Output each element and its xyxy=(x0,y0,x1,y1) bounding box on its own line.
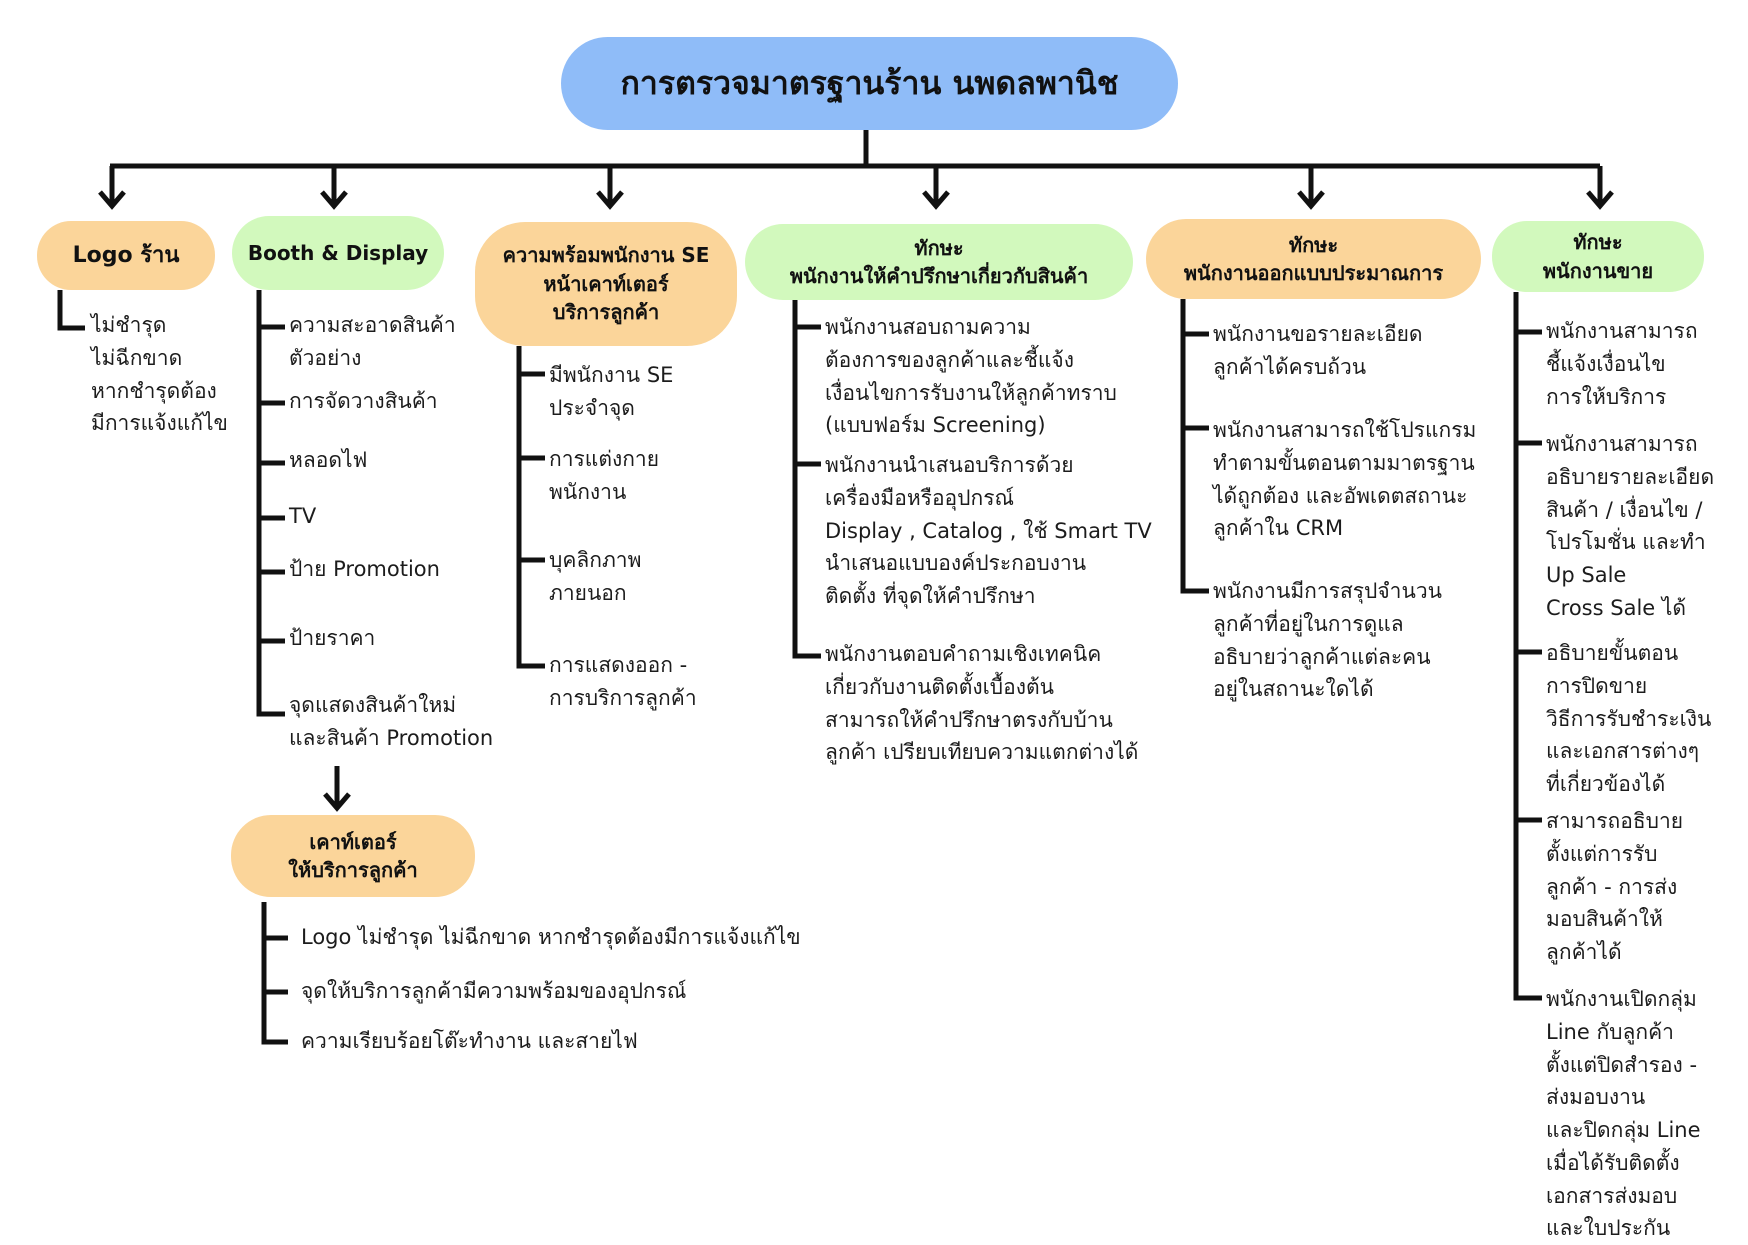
root-title-box: การตรวจมาตรฐานร้าน นพดลพานิช xyxy=(561,37,1178,130)
list-item: อธิบายขั้นตอน การปิดขาย วิธีการรับชำระเง… xyxy=(1546,641,1712,796)
list-item: Logo ไม่ชำรุด ไม่ฉีกขาด หากชำรุดต้องมีกา… xyxy=(301,925,801,949)
branch-col-4 xyxy=(792,300,821,659)
branch-col-1 xyxy=(57,290,85,331)
category-logo-shop: Logo ร้าน xyxy=(37,221,215,290)
arrow-col-6 xyxy=(1586,166,1614,210)
arrow-sub xyxy=(323,766,351,812)
branch-sub xyxy=(261,902,288,1045)
branch-col-3 xyxy=(516,346,545,669)
list-item: ความเรียบร้อยโต๊ะทำงาน และสายไฟ xyxy=(301,1029,638,1053)
list-item: ความสะอาดสินค้า ตัวอย่าง xyxy=(289,313,456,370)
arrow-col-2 xyxy=(320,166,348,210)
category-booth-display: Booth & Display xyxy=(232,216,444,290)
list-item: ป้ายราคา xyxy=(289,626,376,650)
list-item: TV xyxy=(289,504,317,528)
list-item: พนักงานสามารถ อธิบายรายละเอียด สินค้า / … xyxy=(1546,432,1715,620)
list-item: มีพนักงาน SE ประจำจุด xyxy=(549,363,674,420)
list-item: การแสดงออก - การบริการลูกค้า xyxy=(549,653,697,710)
list-item: พนักงานนำเสนอบริการด้วย เครื่องมือหรืออุ… xyxy=(825,453,1152,608)
arrow-col-5 xyxy=(1297,166,1325,210)
arrow-col-4 xyxy=(922,166,950,210)
category-consult-skill: ทักษะ พนักงานให้คำปรึกษาเกี่ยวกับสินค้า xyxy=(745,224,1133,300)
subcategory-service-counter: เคาท์เตอร์ ให้บริการลูกค้า xyxy=(231,815,475,897)
list-item: บุคลิกภาพ ภายนอก xyxy=(549,548,642,605)
list-item: ไม่ชำรุด ไม่ฉีกขาด หากชำรุดต้อง มีการแจ้… xyxy=(91,313,228,436)
branch-col-2 xyxy=(256,290,285,717)
list-item: พนักงานสอบถามความ ต้องการของลูกค้าและชี้… xyxy=(825,315,1117,438)
list-item: จุดแสดงสินค้าใหม่ และสินค้า Promotion xyxy=(289,693,494,750)
list-item: พนักงานสามารถ ชี้แจ้งเงื่อนไข การให้บริก… xyxy=(1546,319,1698,409)
list-item: สามารถอธิบาย ตั้งแต่การรับ ลูกค้า - การส… xyxy=(1546,809,1684,964)
category-se-readiness: ความพร้อมพนักงาน SE หน้าเคาท์เตอร์ บริกา… xyxy=(475,222,737,346)
category-design-estimate-skill: ทักษะ พนักงานออกแบบประมาณการ xyxy=(1146,219,1481,299)
branch-col-6 xyxy=(1513,292,1542,1001)
list-item: การแต่งกาย พนักงาน xyxy=(549,447,660,504)
list-item: พนักงานขอรายละเอียด ลูกค้าได้ครบถ้วน xyxy=(1213,322,1423,379)
list-item: ป้าย Promotion xyxy=(289,557,440,581)
branch-col-5 xyxy=(1180,299,1209,594)
list-item: การจัดวางสินค้า xyxy=(289,389,438,413)
list-item: พนักงานเปิดกลุ่ม Line กับลูกค้า ตั้งแต่ป… xyxy=(1546,987,1701,1241)
arrow-col-1 xyxy=(98,166,126,210)
list-item: พนักงานสามารถใช้โปรแกรม ทำตามขั้นตอนตามม… xyxy=(1213,418,1477,541)
category-sales-skill: ทักษะ พนักงานขาย xyxy=(1492,221,1704,292)
list-item: จุดให้บริการลูกค้ามีความพร้อมของอุปกรณ์ xyxy=(301,979,687,1003)
list-item: พนักงานตอบคำถามเชิงเทคนิค เกี่ยวกับงานติ… xyxy=(825,642,1139,765)
list-item: หลอดไฟ xyxy=(289,448,368,472)
arrow-col-3 xyxy=(596,166,624,210)
list-item: พนักงานมีการสรุปจำนวน ลูกค้าที่อยู่ในการ… xyxy=(1213,579,1442,702)
